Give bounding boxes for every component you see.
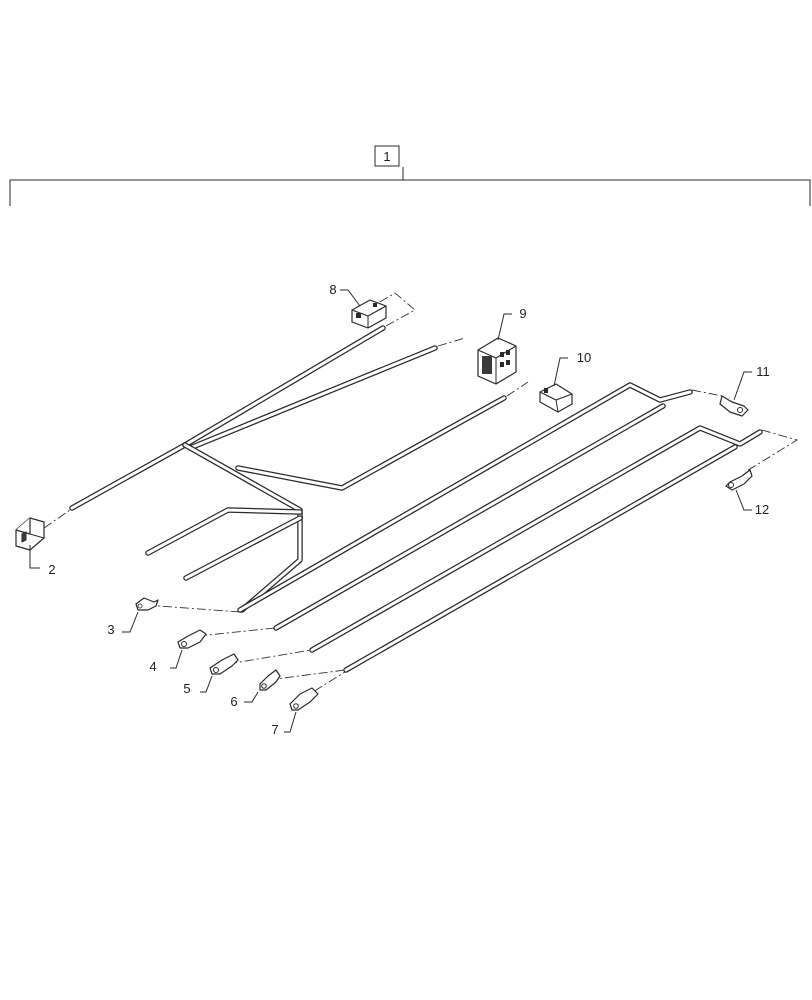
callout-12[interactable]: 12 bbox=[755, 502, 769, 517]
callout-7[interactable]: 7 bbox=[271, 722, 278, 737]
ring-terminal-6[interactable] bbox=[259, 669, 281, 691]
wire-4 bbox=[237, 382, 693, 613]
callout-10[interactable]: 10 bbox=[577, 350, 591, 365]
svg-text:1: 1 bbox=[383, 149, 390, 164]
ring-terminal-5[interactable] bbox=[209, 653, 239, 675]
callout-4[interactable]: 4 bbox=[149, 659, 156, 674]
wire-6 bbox=[309, 425, 763, 653]
connector-9[interactable] bbox=[477, 337, 517, 385]
wire-5 bbox=[273, 403, 666, 631]
ring-terminal-4[interactable] bbox=[177, 629, 207, 649]
callout-11[interactable]: 11 bbox=[756, 364, 770, 379]
connector-8[interactable] bbox=[351, 299, 387, 329]
ring-terminal-12[interactable] bbox=[725, 469, 753, 491]
connector-10[interactable] bbox=[539, 383, 573, 413]
callout-9[interactable]: 9 bbox=[519, 306, 526, 321]
callout-6[interactable]: 6 bbox=[230, 694, 237, 709]
wire-7 bbox=[343, 444, 738, 673]
wire-harness-main bbox=[69, 325, 507, 613]
ring-terminal-7[interactable] bbox=[289, 687, 319, 711]
callout-5[interactable]: 5 bbox=[183, 681, 190, 696]
callout-8[interactable]: 8 bbox=[329, 282, 336, 297]
callout-leaders bbox=[29, 289, 752, 733]
terminal-3[interactable] bbox=[135, 597, 159, 611]
callout-1[interactable]: 1 bbox=[374, 145, 400, 167]
callout-3[interactable]: 3 bbox=[107, 622, 114, 637]
callout-2[interactable]: 2 bbox=[48, 562, 55, 577]
assembly-bracket bbox=[9, 167, 811, 206]
connector-2[interactable] bbox=[15, 517, 45, 551]
ring-terminal-11[interactable] bbox=[719, 395, 749, 417]
